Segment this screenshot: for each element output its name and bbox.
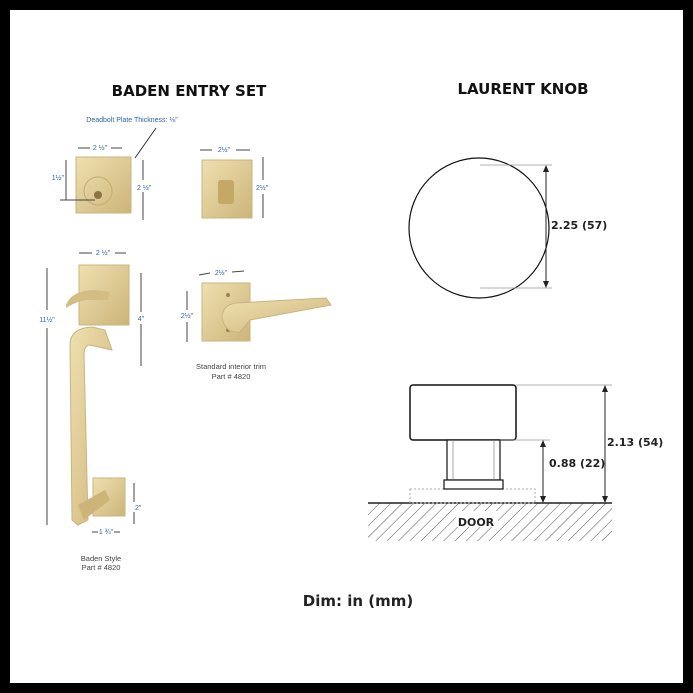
grip-caption: Baden Style xyxy=(81,554,121,563)
thumbturn-width-dim: 2½" xyxy=(218,146,231,154)
grip-plate-height-dim: 4" xyxy=(138,316,145,323)
grip-total-height-dim: 11½" xyxy=(39,316,55,324)
deadbolt-drawing: Deadbolt Plate Thickness: ⅛" 2 ½" 1½" 2 … xyxy=(52,117,178,220)
cylinder-offset-dim: 1½" xyxy=(52,174,65,182)
baden-title: BADEN ENTRY SET xyxy=(112,82,267,100)
interior-lever-drawing: 2½" 2½" Standard interior trim Part # 48… xyxy=(181,269,332,381)
door-label: DOOR xyxy=(458,516,495,529)
units-note: Dim: in (mm) xyxy=(303,592,413,610)
grip-bottom-height-dim: 2" xyxy=(135,505,142,512)
grip-width-dim: 2 ½" xyxy=(96,249,111,257)
grip-bottom-width-dim: 1 ¾" xyxy=(99,529,114,536)
thumbturn-drawing: 2½" 2½" xyxy=(200,146,269,219)
deadbolt-thickness-note: Deadbolt Plate Thickness: ⅛" xyxy=(86,117,178,124)
knob-neck-height-dim: 0.88 (22) xyxy=(549,457,605,470)
knob-front-view: 2.25 (57) xyxy=(408,157,607,299)
lever-height-dim: 2½" xyxy=(181,312,194,320)
interior-part-number: Part # 4820 xyxy=(212,372,251,381)
grip-part-number: Part # 4820 xyxy=(82,563,121,572)
laurent-title: LAURENT KNOB xyxy=(457,80,588,98)
knob-diameter-dim: 2.25 (57) xyxy=(551,219,607,232)
grip-drawing: 2 ½" 11½" 4" 2" 1 ¾" Baden Style Part # … xyxy=(39,249,144,572)
thumbturn-height-dim: 2½" xyxy=(256,184,269,192)
knob-side-view: DOOR 2.13 (54) 0.88 (22) xyxy=(368,384,663,541)
deadbolt-height-dim: 2 ½" xyxy=(137,184,152,192)
deadbolt-width-dim: 2 ½" xyxy=(93,144,108,152)
interior-caption: Standard interior trim xyxy=(196,362,266,371)
diagram-frame xyxy=(10,10,683,683)
knob-projection-dim: 2.13 (54) xyxy=(607,436,663,449)
lever-width-dim: 2½" xyxy=(215,269,228,277)
